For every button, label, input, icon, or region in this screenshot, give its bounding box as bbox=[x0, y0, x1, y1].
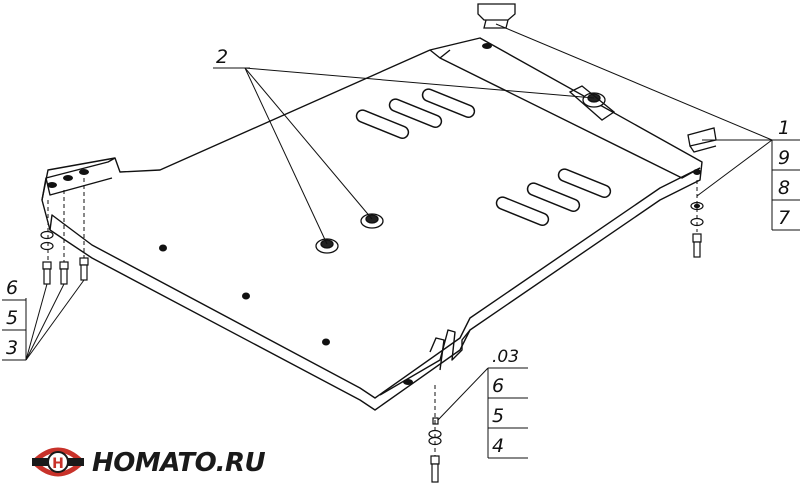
callout-1: 1 bbox=[778, 117, 790, 139]
callout-2: 2 bbox=[216, 46, 228, 68]
grommets bbox=[315, 92, 606, 254]
brand-logo-icon: H bbox=[32, 447, 84, 477]
skid-plate-outline bbox=[41, 37, 703, 411]
callout-bottom-5: 5 bbox=[492, 405, 504, 427]
fasteners-left bbox=[40, 230, 89, 285]
svg-text:H: H bbox=[52, 456, 64, 472]
callout-bottom-6: 6 bbox=[492, 375, 504, 397]
top-brackets bbox=[477, 3, 717, 153]
callout-8: 8 bbox=[778, 177, 790, 199]
callout-left-5: 5 bbox=[6, 307, 18, 329]
vent-slots-lower bbox=[495, 168, 612, 226]
callout-bottom-4: 4 bbox=[492, 435, 504, 457]
brand-name: HOMATO.RU bbox=[92, 448, 266, 478]
leader-lines bbox=[2, 23, 800, 459]
callout-7: 7 bbox=[778, 207, 790, 229]
mounting-holes bbox=[47, 43, 701, 385]
callout-left-3: 3 bbox=[6, 337, 18, 359]
callout-left-6: 6 bbox=[6, 277, 18, 299]
callout-03: .03 bbox=[492, 347, 519, 367]
vent-slots-upper bbox=[355, 88, 476, 139]
callout-9: 9 bbox=[778, 147, 790, 169]
